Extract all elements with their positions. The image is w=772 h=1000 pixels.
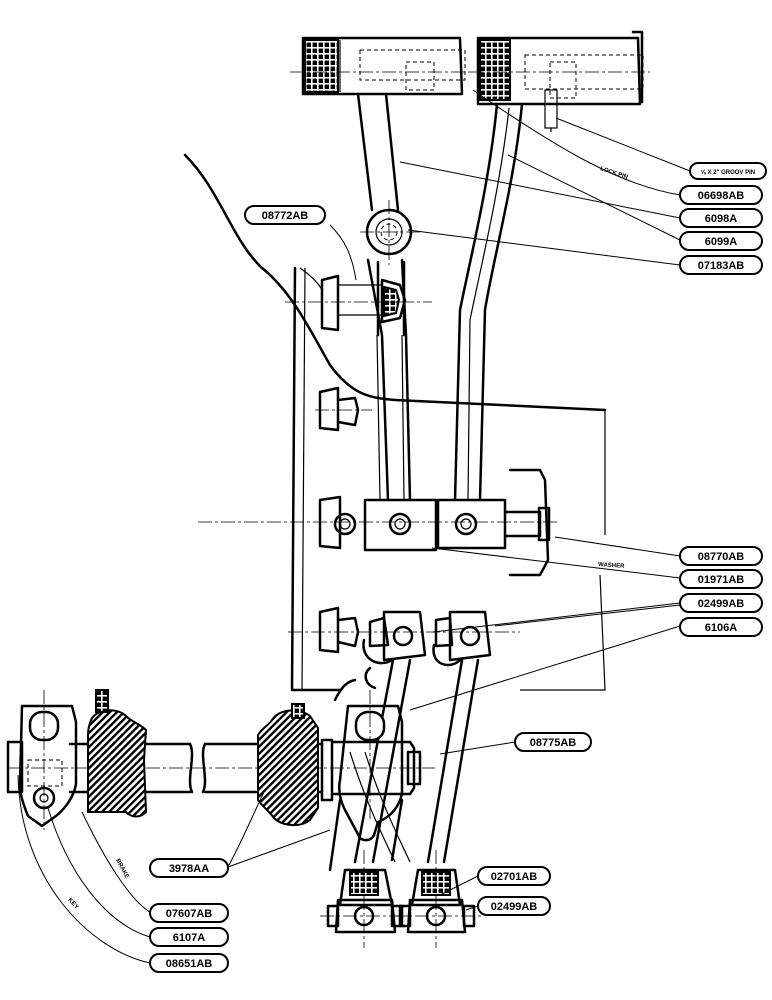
- label-01971AB: 01971AB: [679, 569, 763, 589]
- brake-shoe-left: [87, 689, 148, 818]
- left-pedal-pad: [290, 36, 470, 96]
- right-pedal-pad: [470, 30, 650, 132]
- label-6098A: 6098A: [679, 208, 763, 228]
- lower-clevis-bolts: [288, 606, 520, 690]
- label-02701AB: 02701AB: [477, 866, 551, 886]
- pull-rods: [349, 658, 480, 864]
- left-clevis: [320, 850, 412, 948]
- label-3978AA: 3978AA: [149, 858, 229, 878]
- frame-housing: [183, 153, 607, 702]
- svg-text:6106A: 6106A: [705, 622, 737, 634]
- right-lever: [328, 690, 404, 872]
- svg-text:08772AB: 08772AB: [262, 210, 309, 222]
- left-lever: [6, 690, 78, 830]
- svg-text:07607AB: 07607AB: [166, 908, 213, 920]
- note-brake: BRAKE: [114, 858, 129, 880]
- svg-text:6099A: 6099A: [705, 236, 737, 248]
- label-06698AB: 06698AB: [679, 185, 763, 205]
- label-08770AB: 08770AB: [679, 546, 763, 566]
- svg-text:08775AB: 08775AB: [530, 737, 577, 749]
- label-07183AB: 07183AB: [679, 255, 763, 275]
- svg-text:6098A: 6098A: [705, 213, 737, 225]
- svg-text:01971AB: 01971AB: [698, 574, 745, 586]
- label-08651AB: 08651AB: [149, 953, 229, 973]
- svg-text:06698AB: 06698AB: [698, 190, 745, 202]
- mid-bolt: [315, 386, 372, 432]
- svg-text:07183AB: 07183AB: [698, 260, 745, 272]
- label-08775AB: 08775AB: [514, 732, 592, 752]
- svg-text:6107A: 6107A: [173, 932, 205, 944]
- svg-text:02701AB: 02701AB: [491, 871, 538, 883]
- label-02499AB-bottom: 02499AB: [477, 896, 551, 916]
- label-groove-pin: ⅝ X 2" GROOV PIN: [689, 162, 767, 180]
- pivot-boss: [360, 200, 420, 265]
- label-6107A: 6107A: [149, 927, 229, 947]
- right-clevis: [392, 850, 482, 948]
- svg-text:08770AB: 08770AB: [698, 551, 745, 563]
- svg-text:3978AA: 3978AA: [169, 863, 209, 875]
- note-key: KEY: [67, 897, 80, 910]
- label-07607AB: 07607AB: [149, 903, 229, 923]
- label-6106A: 6106A: [679, 617, 763, 637]
- svg-text:08651AB: 08651AB: [166, 958, 213, 970]
- svg-text:02499AB: 02499AB: [698, 598, 745, 610]
- leader-lines: [17, 89, 691, 964]
- note-washer: WASHER: [598, 562, 625, 570]
- svg-text:02499AB: 02499AB: [491, 901, 538, 913]
- cross-shaft-hub: [198, 468, 560, 577]
- label-6099A: 6099A: [679, 231, 763, 251]
- label-08772AB: 08772AB: [244, 205, 326, 225]
- label-02499AB-top: 02499AB: [679, 593, 763, 613]
- svg-text:⅝ X 2" GROOV PIN: ⅝ X 2" GROOV PIN: [701, 170, 755, 176]
- upper-stud: [285, 260, 432, 337]
- right-pedal-arm: [453, 102, 524, 502]
- note-lock-pin: LOCK PIN: [599, 166, 628, 181]
- brake-shoe-right: [257, 703, 319, 826]
